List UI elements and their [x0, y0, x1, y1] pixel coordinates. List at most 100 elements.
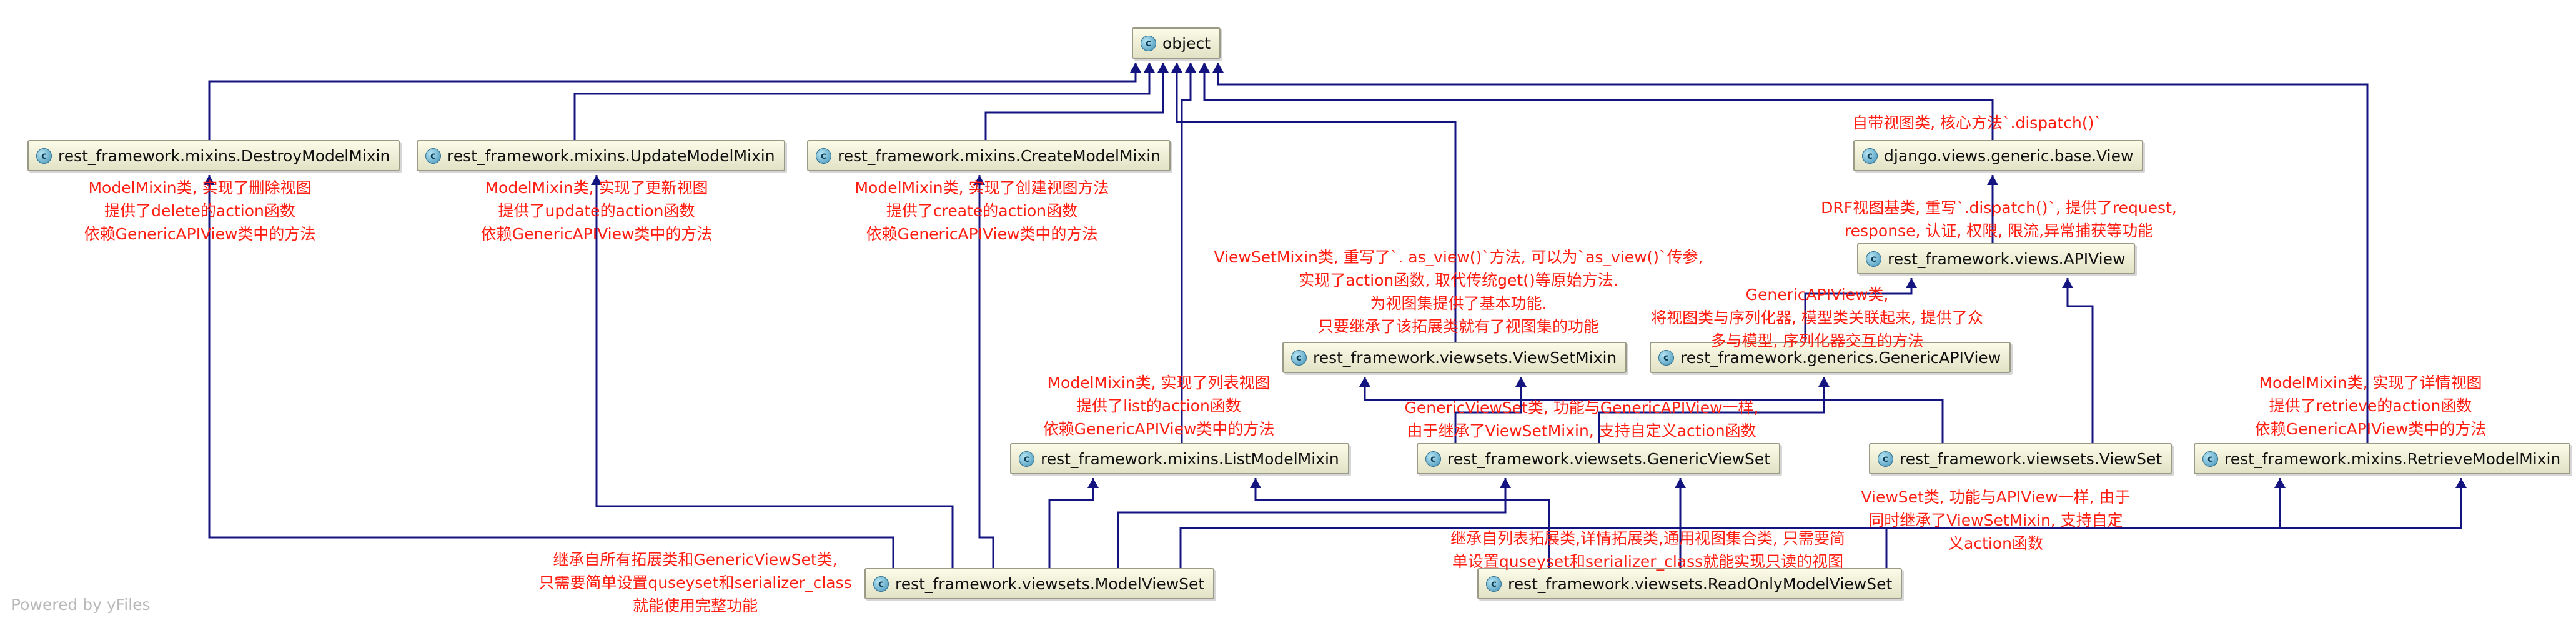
node-destroy-label: rest_framework.mixins.DestroyModelMixin	[58, 146, 390, 165]
node-viewset-label: rest_framework.viewsets.ViewSet	[1900, 449, 2162, 468]
node-view-label: django.views.generic.base.View	[1884, 146, 2134, 165]
arrowheads	[204, 62, 2467, 488]
arrowhead-modelviewset-to-destroy	[204, 175, 215, 185]
note-readonly: 继承自列表拓展类,详情拓展类,通用视图集合类, 只需要简单设置quseyset和…	[1450, 529, 1845, 571]
edge-viewset-to-apiview	[2066, 278, 2094, 443]
edge-list-to-object	[1181, 62, 1192, 443]
note-destroy: ModelMixin类, 实现了删除视图提供了delete的action函数依赖…	[84, 179, 316, 243]
arrowhead-genericviewset-to-viewsetmixin	[1515, 377, 1527, 387]
note-viewsetmixin: ViewSetMixin类, 重写了`. as_view()`方法, 可以为`a…	[1214, 248, 1703, 336]
arrowhead-modelviewset-to-retrieve	[2455, 478, 2467, 488]
class-icon: c	[1486, 576, 1502, 592]
class-icon: c	[1862, 148, 1878, 164]
arrowhead-create-to-object	[1157, 62, 1169, 72]
node-update-model-mixin[interactable]: c rest_framework.mixins.UpdateModelMixin	[417, 140, 785, 171]
node-viewsetmixin-label: rest_framework.viewsets.ViewSetMixin	[1313, 348, 1617, 367]
class-icon: c	[425, 148, 441, 164]
arrowhead-readonly-to-genericviewset	[1675, 478, 1686, 488]
node-apiview[interactable]: c rest_framework.views.APIView	[1857, 243, 2136, 274]
arrowhead-list-to-object	[1185, 62, 1196, 72]
class-icon: c	[1019, 451, 1034, 467]
arrowhead-modelviewset-to-list	[1087, 478, 1099, 488]
edge-modelviewset-to-destroy	[208, 175, 894, 568]
class-icon: c	[36, 148, 52, 164]
node-modelviewset-label: rest_framework.viewsets.ModelViewSet	[895, 574, 1205, 593]
class-icon: c	[1878, 451, 1893, 467]
inheritance-edges	[208, 62, 2462, 568]
edge-modelviewset-to-update	[595, 175, 954, 568]
arrowhead-viewsetmixin-to-object	[1171, 62, 1182, 72]
node-list-model-mixin[interactable]: c rest_framework.mixins.ListModelMixin	[1010, 443, 1349, 474]
edge-readonly-to-list	[1254, 478, 1550, 568]
note-list: ModelMixin类, 实现了列表视图提供了list的action函数依赖Ge…	[1043, 374, 1275, 438]
node-list-label: rest_framework.mixins.ListModelMixin	[1041, 449, 1339, 468]
arrowhead-viewset-to-apiview	[2062, 278, 2073, 288]
class-icon: c	[1141, 35, 1156, 51]
note-viewset: ViewSet类, 功能与APIView一样, 由于同时继承了ViewSetMi…	[1861, 488, 2131, 552]
arrowhead-update-to-object	[1144, 62, 1155, 72]
node-object-label: object	[1162, 34, 1211, 52]
edge-viewset-to-viewsetmixin	[1364, 377, 1944, 443]
note-apiview: DRF视图基类, 重写`.dispatch()`, 提供了request,res…	[1821, 199, 2177, 240]
edge-viewsetmixin-to-object	[1176, 62, 1457, 342]
edge-modelviewset-to-genericviewset	[1117, 478, 1507, 568]
node-viewset-mixin[interactable]: c rest_framework.viewsets.ViewSetMixin	[1282, 342, 1627, 373]
arrowhead-readonly-to-retrieve	[2274, 478, 2286, 488]
note-genericviewset: GenericViewSet类, 功能与GenericAPIView一样,由于继…	[1404, 399, 1759, 440]
edge-create-to-object	[984, 62, 1164, 140]
class-icon: c	[873, 576, 889, 592]
node-readonly-model-viewset[interactable]: c rest_framework.viewsets.ReadOnlyModelV…	[1477, 568, 1903, 599]
arrowhead-modelviewset-to-create	[974, 175, 985, 185]
edge-genericviewset-to-genericapiview	[1598, 377, 1825, 443]
node-retrieve-model-mixin[interactable]: c rest_framework.mixins.RetrieveModelMix…	[2194, 443, 2571, 474]
arrowhead-apiview-to-view	[1987, 175, 1998, 185]
node-object[interactable]: c object	[1132, 28, 1221, 59]
note-modelviewset: 继承自所有拓展类和GenericViewSet类,只需要简单设置quseyset…	[538, 551, 852, 615]
node-genericapiview-label: rest_framework.generics.GenericAPIView	[1680, 348, 2001, 367]
note-update: ModelMixin类, 实现了更新视图提供了update的action函数依赖…	[480, 179, 713, 243]
edge-view-to-object	[1203, 62, 1994, 140]
edge-retrieve-to-object	[1217, 62, 2369, 443]
class-icon: c	[2202, 451, 2218, 467]
note-view: 自带视图类, 核心方法`.dispatch()`	[1852, 114, 2102, 132]
note-genericapiview: GenericAPIView类,将视图类与序列化器, 模型类关联起来, 提供了众…	[1651, 286, 1983, 350]
arrowhead-view-to-object	[1199, 62, 1210, 72]
arrowhead-modelviewset-to-genericviewset	[1500, 478, 1511, 488]
node-apiview-label: rest_framework.views.APIView	[1888, 249, 2126, 268]
node-generic-viewset[interactable]: c rest_framework.viewsets.GenericViewSet	[1417, 443, 1781, 474]
arrowhead-genericviewset-to-genericapiview	[1818, 377, 1830, 387]
node-create-label: rest_framework.mixins.CreateModelMixin	[838, 146, 1161, 165]
class-icon: c	[1291, 349, 1307, 366]
class-icon: c	[1425, 451, 1441, 467]
class-icon: c	[816, 148, 831, 164]
edge-update-to-object	[573, 62, 1151, 140]
node-django-view[interactable]: c django.views.generic.base.View	[1853, 140, 2144, 171]
node-readonly-label: rest_framework.viewsets.ReadOnlyModelVie…	[1508, 574, 1893, 593]
edge-destroy-to-object	[208, 62, 1137, 140]
edge-modelviewset-to-retrieve	[1179, 478, 2462, 568]
node-destroy-model-mixin[interactable]: c rest_framework.mixins.DestroyModelMixi…	[27, 140, 400, 171]
class-icon: c	[1658, 349, 1674, 366]
edge-readonly-to-retrieve	[1885, 478, 2281, 568]
node-model-viewset[interactable]: c rest_framework.viewsets.ModelViewSet	[864, 568, 1215, 599]
arrowhead-modelviewset-to-update	[591, 175, 602, 185]
note-create: ModelMixin类, 实现了创建视图方法提供了create的action函数…	[855, 179, 1109, 243]
edge-genericviewset-to-viewsetmixin	[1454, 377, 1522, 443]
node-update-label: rest_framework.mixins.UpdateModelMixin	[447, 146, 775, 165]
node-generic-apiview[interactable]: c rest_framework.generics.GenericAPIView	[1650, 342, 2011, 373]
arrowhead-destroy-to-object	[1130, 62, 1141, 72]
edge-modelviewset-to-list	[1048, 478, 1094, 568]
arrowhead-genericapiview-to-apiview	[1906, 278, 1917, 288]
arrowhead-retrieve-to-object	[1212, 62, 1224, 72]
node-create-model-mixin[interactable]: c rest_framework.mixins.CreateModelMixin	[807, 140, 1171, 171]
arrowhead-readonly-to-list	[1250, 478, 1261, 488]
note-retrieve: ModelMixin类, 实现了详情视图提供了retrieve的action函数…	[2254, 374, 2487, 438]
edge-modelviewset-to-create	[978, 175, 994, 568]
arrowhead-viewset-to-viewsetmixin	[1359, 377, 1370, 387]
node-retrieve-label: rest_framework.mixins.RetrieveModelMixin	[2224, 449, 2561, 468]
class-icon: c	[1866, 251, 1881, 267]
node-genericviewset-label: rest_framework.viewsets.GenericViewSet	[1447, 449, 1771, 468]
node-viewset[interactable]: c rest_framework.viewsets.ViewSet	[1869, 443, 2172, 474]
powered-by-footer: Powered by yFiles	[11, 596, 151, 614]
